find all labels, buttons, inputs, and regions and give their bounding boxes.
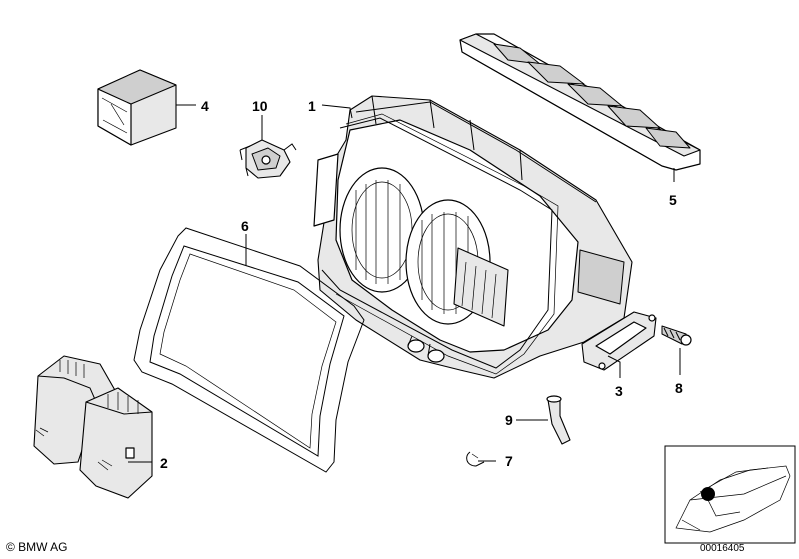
callout-3: 3: [615, 383, 623, 399]
part-2-blower-scroll: [33, 355, 153, 499]
callout-7: 7: [505, 453, 513, 469]
part-10-actuator-motor: [239, 139, 297, 179]
part-1-heater-housing: [313, 95, 633, 379]
callout-4: 4: [201, 98, 209, 114]
copyright-label: © BMW AG: [6, 540, 68, 554]
location-marker-icon: [701, 487, 715, 501]
callout-6: 6: [241, 218, 249, 234]
callout-9: 9: [505, 412, 513, 428]
part-3-bracket: [581, 311, 657, 371]
callout-5: 5: [669, 192, 677, 208]
part-4-foam-pad: [97, 69, 177, 146]
document-number: 00016405: [700, 543, 745, 554]
part-9-hose: [546, 395, 571, 445]
callout-10: 10: [252, 98, 268, 114]
inset-car-thumbnail: [664, 445, 796, 544]
part-6-seal-gasket: [133, 227, 365, 473]
part-5-grille-frame: [459, 33, 701, 171]
leader-lines: [128, 104, 681, 463]
callout-2: 2: [160, 455, 168, 471]
callout-1: 1: [308, 98, 316, 114]
part-8-screw: [661, 325, 692, 346]
callout-8: 8: [675, 380, 683, 396]
part-7-clip: [466, 451, 485, 467]
